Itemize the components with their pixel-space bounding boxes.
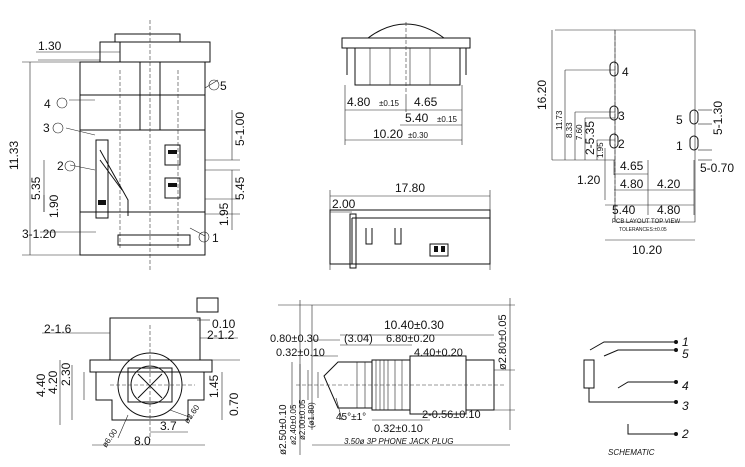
schematic-pin-5: 5	[682, 347, 689, 361]
dim-11-73: 11.73	[555, 110, 564, 130]
dim-0-10: 0.10	[212, 317, 236, 331]
dim-1-45: 1.45	[207, 374, 221, 398]
dim-10-20: 10.20	[632, 243, 662, 257]
dim-5-40: 5.40	[405, 111, 429, 125]
dim-4-65: 4.65	[620, 159, 644, 173]
dim-4-65: 4.65	[414, 95, 438, 109]
dim-3-7: 3.7	[160, 419, 177, 433]
dim-phi-3-60: ø3.60	[182, 403, 201, 425]
dim-4-80: 4.80	[347, 95, 371, 109]
dim-2-1-6: 2-1.6	[44, 322, 72, 336]
dim-1-95: 1.95	[596, 142, 605, 158]
dim-phi-2-50: ø2.50±0.10	[278, 404, 289, 455]
pin-4-label: 4	[44, 97, 51, 111]
dim-phi-6-00: ø6.00	[100, 427, 119, 449]
dim-phi-1-80: (ø1.80)	[307, 402, 316, 428]
dim-4-40: 4.40±0.20	[414, 347, 463, 359]
dim-1-95: 1.95	[217, 202, 231, 226]
dim-0-32-b: 0.32±0.10	[374, 423, 423, 435]
dim-5-35: 5.35	[29, 176, 43, 200]
dim-3-04: (3.04)	[344, 333, 373, 345]
dim-0-70: 0.70	[227, 392, 241, 416]
dim-2-0-56: 2-0.56±0.10	[422, 409, 481, 421]
schematic-caption: SCHEMATIC	[608, 448, 655, 457]
dim-10-20: 10.20	[373, 127, 403, 141]
dim-4-80-b: 4.80	[657, 203, 681, 217]
pcb-pad-2: 2	[618, 137, 625, 151]
pcb-pad-3: 3	[618, 109, 625, 123]
dim-4-20: 4.20	[46, 370, 60, 394]
schematic-pin-1: 1	[682, 335, 689, 349]
pin-3-label: 3	[43, 121, 50, 135]
dim-0-80: 0.80±0.30	[270, 333, 319, 345]
top-view: 4.80 ±0.15 4.65 5.40 ±0.15 10.20 ±0.30	[341, 22, 471, 145]
dim-5-1-30: 5-1.30	[711, 101, 725, 135]
plug-caption: 3.50ø 3P PHONE JACK PLUG	[344, 437, 454, 446]
dim-2-00: 2.00	[332, 197, 356, 211]
pin-1-marker	[198, 231, 210, 243]
pcb-tolerance: TOLERANCES:±0.05	[619, 227, 667, 233]
plug-view: 10.40±0.30 0.80±0.30 (3.04) 6.80±0.20 0.…	[270, 298, 515, 455]
pin-4-marker	[56, 97, 68, 109]
dim-5-45: 5.45	[233, 176, 247, 200]
dim-10-20-tol: ±0.30	[408, 131, 429, 140]
dim-4-20: 4.20	[657, 177, 681, 191]
dim-8-0: 8.0	[134, 434, 151, 448]
pcb-pad-5: 5	[676, 113, 683, 127]
schematic-pin-2: 2	[681, 427, 689, 441]
dim-6-80: 6.80±0.20	[386, 333, 435, 345]
dim-5-1-00: 5-1.00	[233, 112, 247, 146]
dim-11-33: 11.33	[7, 141, 21, 170]
dim-phi-2-80: ø2.80±0.05	[497, 314, 509, 370]
pin-5-label: 5	[220, 79, 227, 93]
dim-16-20: 16.20	[535, 80, 549, 110]
dim-3-1-20: 3-1.20	[22, 227, 56, 241]
dim-17-80: 17.80	[395, 181, 425, 195]
dim-angle-45: 45°±1°	[336, 412, 366, 423]
dim-1-30: 1.30	[38, 39, 62, 53]
end-view: 0.10 2-1.6 2-1.2 4.40 4.20 2.30 1.45 0.7…	[34, 297, 241, 449]
dim-2-5-35: 2-5.35	[583, 121, 597, 155]
dim-4-80-tol: ±0.15	[379, 99, 400, 108]
dim-0-32-a: 0.32±0.10	[276, 347, 325, 359]
dim-8-33: 8.33	[565, 122, 574, 138]
pcb-pad-1: 1	[676, 139, 683, 153]
schematic-pin-3: 3	[682, 399, 689, 413]
dim-phi-2-00: ø2.00±0.05	[298, 399, 307, 440]
pin-2-marker	[64, 160, 76, 172]
side-view: 1.30 11.33 5.35 1.90 3-1.20 5-1.00 5.45 …	[7, 20, 247, 270]
dim-2-30: 2.30	[59, 362, 73, 386]
front-view: 17.80 2.00	[329, 181, 491, 270]
dim-5-40-tol: ±0.15	[437, 115, 458, 124]
schematic: 1 5 4 3 2 SCHEMATIC	[583, 335, 689, 457]
pcb-pad-4: 4	[622, 65, 629, 79]
schematic-pin-4: 4	[682, 379, 689, 393]
dim-5-0-70: 5-0.70	[700, 161, 734, 175]
dim-2-1-2: 2-1.2	[207, 328, 235, 342]
pin-1-label: 1	[212, 231, 219, 245]
dim-1-90: 1.90	[47, 194, 61, 218]
pin-2-label: 2	[57, 159, 64, 173]
pin-5-marker	[208, 79, 220, 91]
dim-7-60: 7.60	[575, 124, 584, 140]
dim-4-80-a: 4.80	[620, 177, 644, 191]
dim-10-40: 10.40±0.30	[384, 318, 444, 332]
pin-3-marker	[52, 122, 64, 134]
dim-5-40: 5.40	[612, 203, 636, 217]
dim-4-40: 4.40	[34, 373, 48, 397]
pcb-title: PCB LAYOUT TOP VIEW	[612, 219, 680, 225]
dim-1-20: 1.20	[577, 173, 601, 187]
dim-phi-2-40: ø2.40±0.05	[289, 404, 298, 445]
pcb-layout: 16.20 11.73 8.33 7.60 2-5.35 1.95 1.20 4…	[535, 29, 734, 257]
